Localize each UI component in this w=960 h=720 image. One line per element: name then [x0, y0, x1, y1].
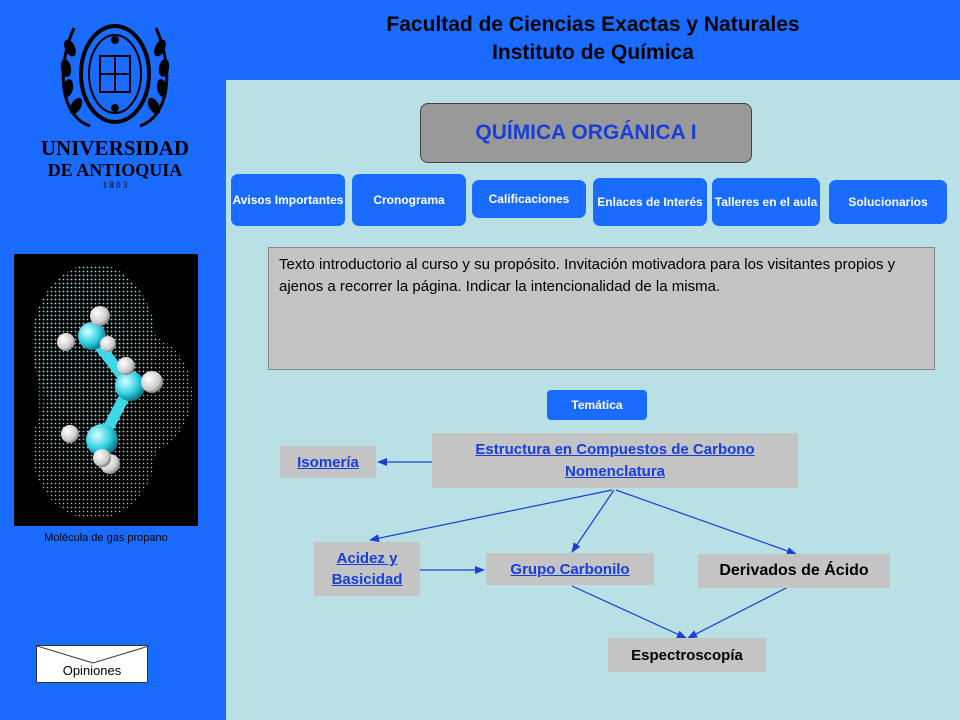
university-seal-icon: UNIVERSIDAD DE ANTIOQUIA 1 8 0 3: [41, 24, 189, 190]
logo-text-2: DE ANTIOQUIA: [48, 160, 183, 180]
node-estructura-line2: Nomenclatura: [564, 462, 666, 480]
university-logo: UNIVERSIDAD DE ANTIOQUIA 1 8 0 3: [30, 8, 200, 190]
propane-molecule-image: [14, 254, 198, 526]
course-title-box: QUÍMICA ORGÁNICA I: [420, 103, 752, 163]
molecule-caption: Molécula de gas propano: [44, 532, 168, 544]
envelope-icon: [37, 646, 149, 664]
node-acidez-line1: Acidez y: [336, 550, 398, 567]
nav-calificaciones[interactable]: Calificaciones: [472, 180, 586, 218]
node-estructura-compuestos[interactable]: Estructura en Compuestos de Carbono Nome…: [432, 433, 798, 488]
logo-text-1: UNIVERSIDAD: [41, 136, 189, 160]
nav-talleres-aula[interactable]: Talleres en el aula: [712, 178, 820, 226]
opinions-label: Opiniones: [62, 663, 122, 678]
node-isomeria[interactable]: Isomería: [280, 446, 376, 478]
logo-year: 1 8 0 3: [103, 180, 128, 188]
faculty-title: Facultad de Ciencias Exactas y Naturales: [386, 13, 800, 36]
institute-title: Instituto de Química: [492, 41, 694, 64]
nav-enlaces-interes[interactable]: Enlaces de Interés: [593, 178, 707, 226]
node-acidez-line2: Basicidad: [331, 571, 403, 588]
header-bar: [226, 0, 960, 80]
nav-solucionarios[interactable]: Solucionarios: [829, 180, 947, 224]
tematica-button[interactable]: Temática: [547, 390, 647, 420]
node-grupo-carbonilo[interactable]: Grupo Carbonilo: [486, 553, 654, 585]
node-derivados-acido: Derivados de Ácido: [698, 554, 890, 588]
nav-avisos-importantes[interactable]: Avisos Importantes: [231, 174, 345, 226]
node-espectroscopia: Espectroscopía: [608, 638, 766, 672]
node-estructura-line1: Estructura en Compuestos de Carbono: [475, 440, 755, 458]
node-acidez-basicidad[interactable]: Acidez y Basicidad: [314, 542, 420, 596]
opinions-button[interactable]: Opiniones: [36, 645, 149, 683]
intro-text: Texto introductorio al curso y su propós…: [268, 247, 935, 370]
nav-cronograma[interactable]: Cronograma: [352, 174, 466, 226]
course-title: QUÍMICA ORGÁNICA I: [475, 121, 697, 144]
